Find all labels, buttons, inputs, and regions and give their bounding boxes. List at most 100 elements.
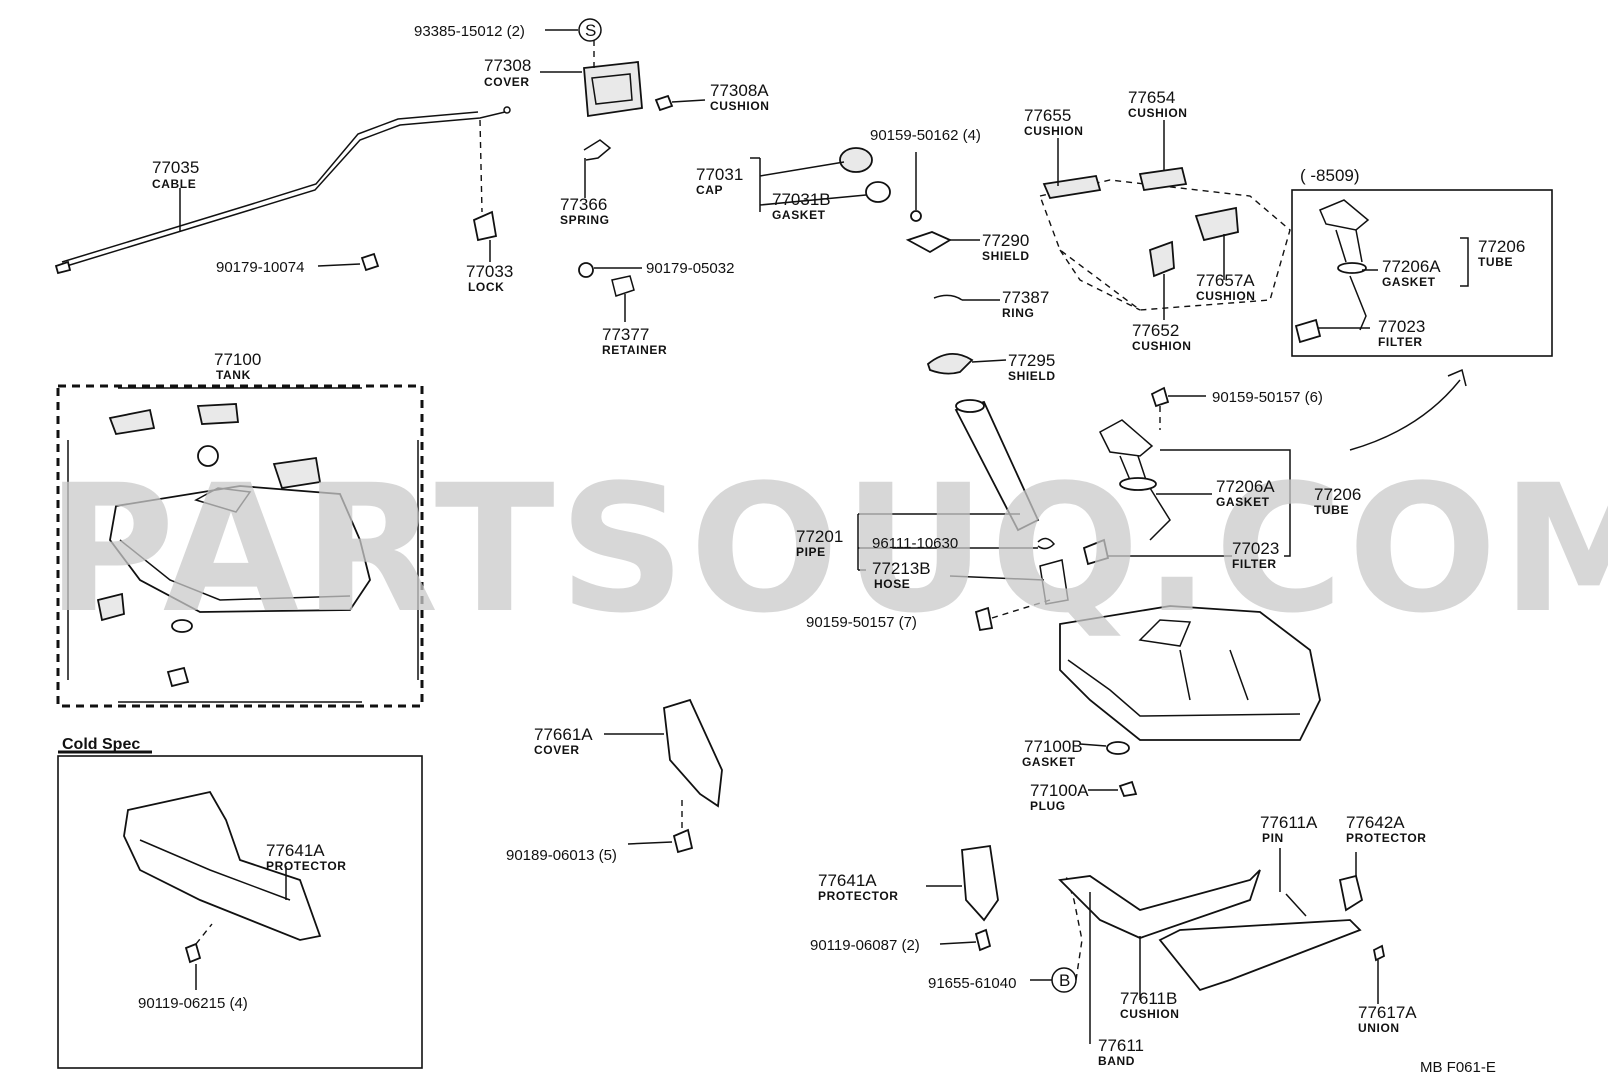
callout-77655-name: CUSHION [1024,124,1084,138]
callout-77206A[interactable]: 77206A [1216,477,1275,496]
callout-90159-50162[interactable]: 90159-50162 (4) [870,127,981,144]
lock-drawing [472,210,498,242]
callout-77033-name: LOCK [468,280,504,294]
callout-77642A[interactable]: 77642A [1346,813,1405,832]
callout-77023-detail-name: FILTER [1378,335,1423,349]
callout-77661A-name: COVER [534,743,580,757]
callout-77035-name: CABLE [152,177,196,191]
callout-77031-name: CAP [696,183,723,197]
callout-77201[interactable]: 77201 [796,527,843,546]
callout-77206-detail-name: TUBE [1478,255,1513,269]
callout-77031[interactable]: 77031 [696,165,743,184]
callout-77655[interactable]: 77655 [1024,106,1071,125]
callout-77031B-name: GASKET [772,208,826,222]
callout-77652[interactable]: 77652 [1132,321,1179,340]
callout-77611B[interactable]: 77611B [1120,989,1177,1008]
callout-96111-10630[interactable]: 96111-10630 [872,535,958,552]
tank-drawing-main [1059,605,1321,741]
callout-77201-name: PIPE [796,545,826,559]
callout-77377-name: RETAINER [602,343,667,357]
fuel-lid-group [54,18,706,322]
cover-77661A-drawing [604,698,723,854]
bands-drawing [926,844,1386,1044]
callout-77641A[interactable]: 77641A [818,871,877,890]
callout-77023-detail[interactable]: 77023 [1378,317,1425,336]
detail-arrow [1349,379,1461,451]
callout-77661A[interactable]: 77661A [534,725,593,744]
detail-box-8509 [1291,189,1553,357]
callout-77100A-name: PLUG [1030,799,1066,813]
callout-77213B[interactable]: 77213B [872,559,931,578]
callout-77377[interactable]: 77377 [602,325,649,344]
callout-77100B[interactable]: 77100B [1024,737,1083,756]
callout-77617A-name: UNION [1358,1021,1400,1035]
callout-77213B-name: HOSE [874,577,910,591]
callout-77035[interactable]: 77035 [152,158,199,177]
s-marker-letter: S [585,21,596,40]
callout-77206-detail[interactable]: 77206 [1478,237,1525,256]
callout-77641A-cold-name: PROTECTOR [266,859,347,873]
callout-90179-10074[interactable]: 90179-10074 [216,259,304,276]
callout-77308[interactable]: 77308 [484,56,531,75]
callout-77100[interactable]: 77100 [214,350,261,369]
callout-77387-name: RING [1002,306,1034,320]
callout-77387[interactable]: 77387 [1002,288,1049,307]
callout-77611[interactable]: 77611 [1098,1036,1144,1055]
cable-drawing [59,111,506,269]
tank-box-dashed [56,384,424,708]
callout-90189-06013[interactable]: 90189-06013 (5) [506,847,617,864]
callout-77031B[interactable]: 77031B [772,190,831,209]
cold-spec-label: Cold Spec [62,736,140,753]
callout-77100A[interactable]: 77100A [1030,781,1089,800]
callout-90179-05032[interactable]: 90179-05032 [646,260,734,277]
callout-77366[interactable]: 77366 [560,195,607,214]
callout-77100B-name: GASKET [1022,755,1076,769]
callout-77611B-name: CUSHION [1120,1007,1180,1021]
callout-77657A[interactable]: 77657A [1196,271,1255,290]
range-label: ( -8509) [1300,166,1360,185]
sender-tube-group [1082,386,1291,566]
callout-77206A-detail[interactable]: 77206A [1382,257,1441,276]
tank-cushion-group [1039,120,1291,320]
filler-pipe-group [857,399,1069,632]
cover-drawing [583,61,643,118]
callout-77206A-name: GASKET [1216,495,1270,509]
callout-77023[interactable]: 77023 [1232,539,1279,558]
callout-77290[interactable]: 77290 [982,231,1029,250]
callout-77206-name: TUBE [1314,503,1349,517]
callout-90119-06087[interactable]: 90119-06087 (2) [810,937,920,954]
callout-77657A-name: CUSHION [1196,289,1256,303]
callout-77366-name: SPRING [560,213,610,227]
callout-77611A[interactable]: 77611A [1260,813,1318,832]
callout-90159-50157-6[interactable]: 90159-50157 (6) [1212,389,1323,406]
callout-77290-name: SHIELD [982,249,1030,263]
callout-77641A-name: PROTECTOR [818,889,899,903]
callout-77033[interactable]: 77033 [466,262,513,281]
cap-shield-group [750,147,1007,375]
b-marker-letter: B [1059,971,1070,990]
callout-77295-name: SHIELD [1008,369,1056,383]
callout-77641A-cold[interactable]: 77641A [266,841,325,860]
cold-protector-drawing [123,790,322,990]
callout-77206[interactable]: 77206 [1314,485,1361,504]
callout-77295[interactable]: 77295 [1008,351,1055,370]
callout-77308-name: COVER [484,75,530,89]
callout-93385-15012[interactable]: 93385-15012 (2) [414,23,525,40]
callout-90159-50157-7[interactable]: 90159-50157 (7) [806,614,917,631]
callout-77100-name: TANK [216,368,251,382]
callout-77308A-name: CUSHION [710,99,770,113]
callout-77642A-name: PROTECTOR [1346,831,1427,845]
callout-77023-name: FILTER [1232,557,1277,571]
diagram-code: MB F061-E [1420,1059,1496,1076]
callout-77652-name: CUSHION [1132,339,1192,353]
watermark-text: PARTSOUQ.COM [46,447,1608,652]
callout-90119-06215[interactable]: 90119-06215 (4) [138,995,248,1012]
callout-77308A[interactable]: 77308A [710,81,769,100]
callout-77654[interactable]: 77654 [1128,88,1175,107]
callout-77611-name: BAND [1098,1054,1135,1068]
callout-77617A[interactable]: 77617A [1358,1003,1417,1022]
callout-77206A-detail-name: GASKET [1382,275,1436,289]
callout-91655-61040[interactable]: 91655-61040 [928,975,1016,992]
